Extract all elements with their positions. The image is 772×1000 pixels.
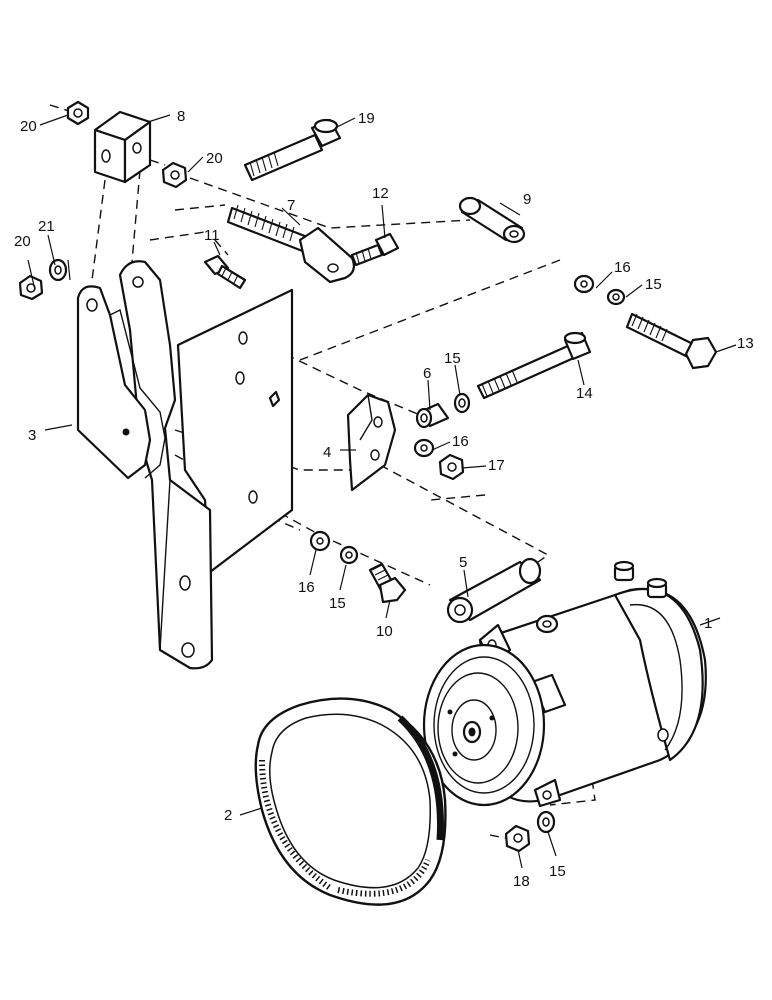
washer-16-lower — [309, 530, 331, 552]
washer-16-mid — [413, 438, 435, 458]
callout-3: 3 — [28, 427, 36, 444]
callout-20-top: 20 — [20, 118, 37, 135]
washer-16-right — [573, 274, 595, 294]
spacer-5 — [446, 557, 542, 624]
mounting-bracket — [76, 260, 294, 670]
callout-21: 21 — [38, 218, 55, 235]
drive-belt — [254, 697, 447, 906]
callout-14: 14 — [576, 385, 593, 402]
bolt-19 — [243, 118, 342, 182]
callout-18: 18 — [513, 873, 530, 890]
callout-11: 11 — [204, 227, 220, 244]
compressor — [422, 560, 707, 808]
nut-20-top — [66, 100, 90, 126]
callout-19: 19 — [358, 110, 375, 127]
bolt-13 — [625, 312, 718, 370]
bolt-14 — [476, 331, 592, 400]
bracket-4 — [346, 393, 397, 492]
block — [93, 110, 152, 184]
callout-1: 1 — [704, 615, 712, 632]
callout-6: 6 — [423, 365, 431, 382]
callout-15-mid: 15 — [444, 350, 461, 367]
callout-17: 17 — [488, 457, 505, 474]
washer-15-lower — [339, 545, 359, 565]
bolt-10 — [368, 562, 407, 604]
callout-5: 5 — [459, 554, 467, 571]
leader-lines — [27, 114, 737, 869]
callout-10: 10 — [376, 623, 393, 640]
callout-16-lower: 16 — [298, 579, 315, 596]
washer-15-mid — [453, 392, 471, 414]
callout-12: 12 — [372, 185, 389, 202]
callout-20-middle: 20 — [206, 150, 223, 167]
washer-15-right — [606, 288, 626, 306]
bolt-11 — [203, 254, 247, 290]
callout-15-bottom: 15 — [549, 863, 566, 880]
nut-20-middle — [161, 161, 188, 189]
washer-21 — [48, 258, 68, 282]
nut-20-left — [18, 274, 44, 301]
rod-7 — [226, 204, 355, 284]
nut-18 — [504, 824, 531, 853]
bolt-12 — [350, 232, 400, 267]
callout-2: 2 — [224, 807, 232, 824]
callout-4: 4 — [323, 444, 331, 461]
callout-8: 8 — [177, 108, 185, 125]
spacer-9 — [458, 196, 526, 244]
callout-9: 9 — [523, 191, 531, 208]
callout-20-left: 20 — [14, 233, 31, 250]
callout-15-right: 15 — [645, 276, 662, 293]
callouts: 1 2 3 4 5 6 7 8 9 10 11 12 13 14 15 15 1… — [14, 108, 754, 890]
sleeve-6 — [415, 402, 450, 429]
callout-7: 7 — [287, 197, 295, 214]
nut-17 — [438, 453, 465, 481]
callout-15-lower: 15 — [329, 595, 346, 612]
callout-16-right: 16 — [614, 259, 631, 276]
washer-15-bottom — [536, 810, 556, 834]
callout-16-mid: 16 — [452, 433, 469, 450]
callout-13: 13 — [737, 335, 754, 352]
